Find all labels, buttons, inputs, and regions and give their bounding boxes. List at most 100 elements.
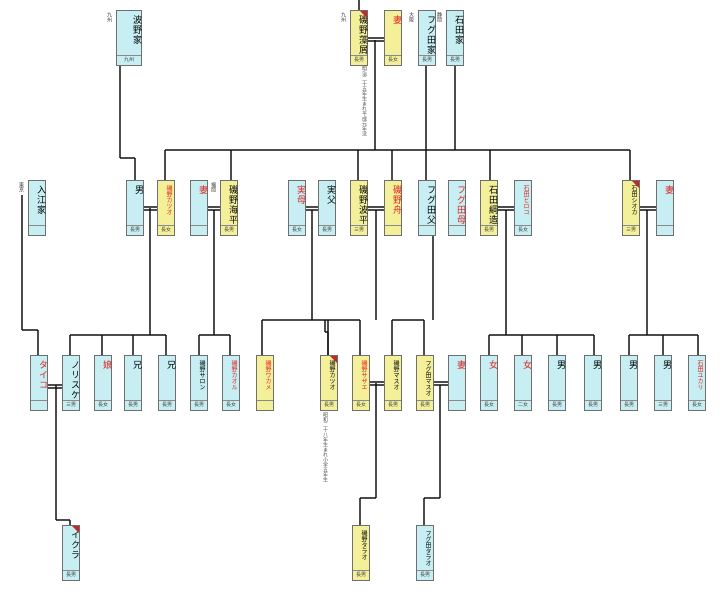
person-name: 実父	[325, 185, 335, 205]
person-card[interactable]: 磯野サザエ長女	[352, 355, 370, 411]
person-name: 磯野海平	[227, 185, 237, 225]
person-card[interactable]: 石田綱造長男	[480, 180, 498, 236]
person-card[interactable]: 妻	[190, 180, 208, 236]
person-card[interactable]: 石田ヒロコ長女	[514, 180, 532, 236]
person-name: イクラ	[69, 530, 79, 560]
person-role: 長男	[321, 400, 337, 410]
person-card[interactable]: 男長男	[584, 355, 602, 411]
person-role: 長女	[289, 225, 305, 235]
person-role	[449, 400, 465, 410]
person-name: 男	[627, 360, 637, 370]
person-card[interactable]: 磯野カツオ長男	[320, 355, 338, 411]
person-name: 石田ヒロコ	[522, 185, 529, 215]
person-name: フグ田タラオ	[424, 530, 431, 566]
person-card[interactable]: 磯野カツオ長女	[157, 180, 175, 236]
person-card[interactable]: 実父長男	[318, 180, 336, 236]
person-card[interactable]: 磯野サロン長男	[190, 355, 208, 411]
person-role: 長男	[221, 225, 237, 235]
person-role: 長男	[159, 400, 175, 410]
person-role: 長男	[481, 225, 497, 235]
person-card[interactable]: 磯野舟	[384, 180, 402, 236]
person-role	[191, 225, 207, 235]
person-name: 石田家	[453, 15, 463, 45]
person-card[interactable]: 男長男	[548, 355, 566, 411]
person-role	[385, 225, 401, 235]
person-name: 女	[487, 360, 497, 370]
person-card[interactable]: 石田家長男	[446, 10, 464, 66]
person-role: 長女	[158, 225, 174, 235]
person-card[interactable]: フグ田マスオ長男	[416, 355, 434, 411]
person-name: 石田綱造	[487, 185, 497, 225]
person-card[interactable]: 妻	[448, 355, 466, 411]
person-card[interactable]: 磯野マスオ長男	[384, 355, 402, 411]
person-name: 磯野サロン	[198, 360, 205, 390]
person-card[interactable]: 男三男	[654, 355, 672, 411]
person-role: 長男	[549, 400, 565, 410]
region-note: 九州	[340, 12, 346, 22]
person-card[interactable]: 波野家九州	[116, 10, 142, 66]
person-card[interactable]: 磯野藻屑長男	[350, 10, 368, 66]
person-name: 磯野タラオ	[360, 530, 367, 560]
person-name: 妻	[391, 15, 401, 25]
person-card[interactable]: 実母長女	[288, 180, 306, 236]
person-role: 長女	[353, 400, 369, 410]
note-text: 明治二十五年生まれ平成元年没	[361, 66, 367, 136]
person-name: フグ田父	[425, 185, 435, 225]
person-role: 長男	[417, 400, 433, 410]
person-card[interactable]: フグ田母	[448, 180, 466, 236]
person-role: 長男	[417, 570, 433, 580]
person-card[interactable]: 男長男	[126, 180, 144, 236]
person-role: 三男	[655, 400, 671, 410]
person-card[interactable]: イクラ長男	[62, 525, 80, 581]
person-role: 長女	[223, 400, 239, 410]
person-card[interactable]: 磯野海平長男	[220, 180, 238, 236]
person-name: 磯野サザエ	[360, 360, 367, 390]
person-card[interactable]: 石田シオカ三男	[622, 180, 640, 236]
person-name: 磯野波平	[357, 185, 367, 225]
region-note: 静岡	[436, 12, 442, 22]
person-card[interactable]: 磯野ワカメ	[256, 355, 274, 411]
person-card[interactable]: 女長女	[480, 355, 498, 411]
person-role: 長男	[319, 225, 335, 235]
person-role: 長女	[95, 400, 111, 410]
person-card[interactable]: 兄長男	[124, 355, 142, 411]
person-name: フグ田母	[455, 185, 465, 225]
flag-marker-icon	[360, 11, 367, 18]
person-card[interactable]: ノリスケ三男	[62, 355, 80, 411]
person-name: フグ田家	[425, 15, 435, 55]
person-role: 長男	[351, 55, 367, 65]
person-card[interactable]: 磯野波平三男	[350, 180, 368, 236]
person-card[interactable]: フグ田タラオ長男	[416, 525, 434, 581]
person-card[interactable]: 入江家	[28, 180, 46, 236]
person-name: 妻	[663, 185, 673, 195]
person-name: 石田ユカリ	[696, 360, 703, 390]
person-name: 実母	[295, 185, 305, 205]
person-role: 長男	[63, 570, 79, 580]
person-card[interactable]: フグ田父	[418, 180, 436, 236]
person-role: 三男	[63, 400, 79, 410]
person-card[interactable]: 磯野タラオ長男	[352, 525, 370, 581]
region-note: 東京	[18, 182, 24, 192]
person-card[interactable]: 磯野カオル長女	[222, 355, 240, 411]
person-card[interactable]: 石田ユカリ長女	[688, 355, 706, 411]
person-card[interactable]: 男長男	[620, 355, 638, 411]
person-card[interactable]: 兄長男	[158, 355, 176, 411]
person-name: 男	[591, 360, 601, 370]
person-card[interactable]: 娘長女	[94, 355, 112, 411]
person-role: 長男	[127, 225, 143, 235]
person-card[interactable]: 妻長女	[384, 10, 402, 66]
person-card[interactable]: タイコ	[30, 355, 48, 411]
person-name: 石田シオカ	[630, 185, 637, 215]
person-name: ノリスケ	[69, 360, 79, 400]
person-name: 磯野カオル	[230, 360, 237, 390]
person-role: 長男	[125, 400, 141, 410]
person-name: 兄	[165, 360, 175, 370]
person-role: 長女	[385, 55, 401, 65]
person-card[interactable]: 女二女	[514, 355, 532, 411]
person-card[interactable]: フグ田家長男	[418, 10, 436, 66]
person-card[interactable]: 妻	[656, 180, 674, 236]
person-role: 三男	[623, 225, 639, 235]
person-role: 長男	[385, 400, 401, 410]
